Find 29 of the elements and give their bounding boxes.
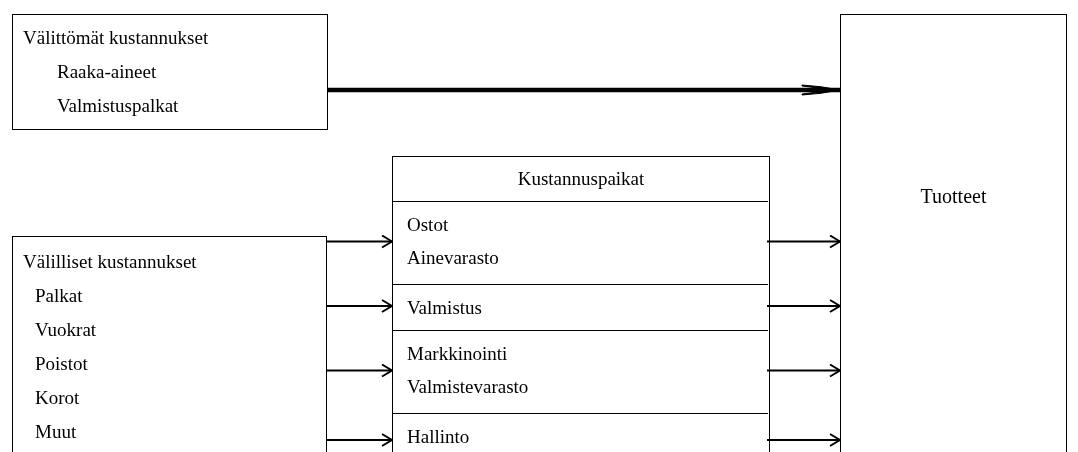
cost-center-text: Ostot: [406, 213, 449, 237]
product-box: [840, 14, 1067, 452]
heading-text: Kustannuspaikat: [517, 167, 645, 191]
cost-center-text: Valmistus: [406, 296, 482, 320]
arrow: [326, 433, 393, 447]
cost-center-box: [392, 156, 770, 452]
product-text: Tuotteet: [920, 185, 987, 208]
arrow: [326, 363, 393, 378]
cost-center-text: Valmistevarasto: [406, 375, 529, 399]
arrow: [766, 363, 841, 378]
cost-item-text: Raaka-aineet: [56, 60, 157, 84]
cost-list-box: [12, 14, 328, 130]
cost-item-text: Palkat: [34, 284, 83, 308]
heading-text: Välilliset kustannukset: [23, 250, 197, 274]
arrow: [326, 234, 393, 249]
arrow: [326, 299, 393, 313]
cost-item-text: Muut: [34, 420, 77, 444]
heading-text: Välittömät kustannukset: [23, 26, 209, 50]
cost-item-text: Poistot: [34, 352, 88, 376]
arrow: [766, 299, 841, 313]
arrow: [766, 433, 841, 447]
cost-center-text: Markkinointi: [406, 342, 508, 366]
cost-item-text: Korot: [34, 386, 80, 410]
cost-item-text: Valmistuspalkat: [56, 94, 179, 118]
cost-list-box: [12, 236, 327, 452]
cost-center-text: Ainevarasto: [406, 246, 499, 270]
cost-item-text: Vuokrat: [34, 318, 97, 342]
cost-center-text: Hallinto: [406, 425, 470, 449]
arrow: [766, 234, 841, 249]
